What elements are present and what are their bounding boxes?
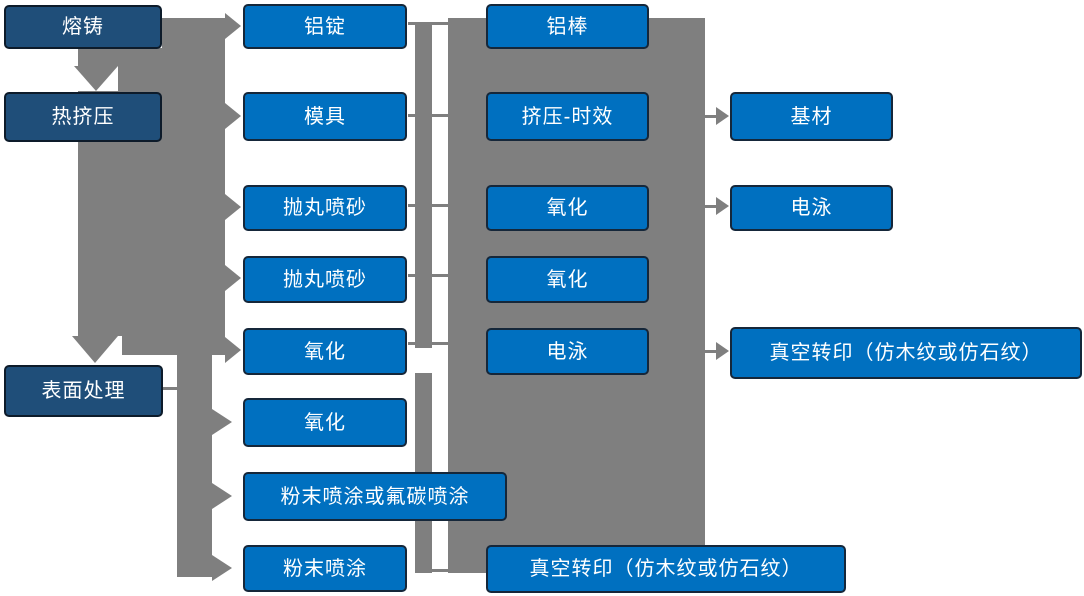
right-arrowhead-to-oxidation-1 (225, 337, 241, 363)
connector-stub-row1 (408, 22, 448, 25)
box-vacuum-transfer-col3: 真空转印（仿木纹或仿石纹） (486, 545, 846, 593)
box-hot-extrusion: 热挤压 (4, 92, 162, 142)
right-arrowhead-to-vacuum-transfer-col4 (716, 342, 729, 360)
connector-line-to-base-material (705, 115, 718, 118)
connector-stub-surface-treatment (162, 387, 177, 390)
right-arrowhead-to-powder-or-fluorocarbon (212, 483, 232, 509)
right-arrowhead-to-mold (225, 103, 241, 129)
right-arrowhead-to-shot-blasting-1 (225, 194, 241, 220)
connector-stub-row4 (408, 274, 448, 277)
box-melting-casting: 熔铸 (4, 5, 162, 49)
box-oxidation-4: 氧化 (486, 256, 649, 303)
connector-stub-row2 (408, 114, 448, 117)
box-mold: 模具 (243, 92, 407, 141)
box-oxidation-3: 氧化 (486, 185, 649, 231)
box-base-material: 基材 (730, 92, 893, 141)
box-powder-or-fluorocarbon-coating: 粉末喷涂或氟碳喷涂 (243, 472, 507, 521)
connector-left-block-right-strip (162, 18, 225, 355)
down-arrowhead-to-hot-extrusion (74, 66, 118, 91)
right-arrowhead-to-shot-blasting-2 (225, 265, 241, 291)
connector-line-to-electrophoresis-col4 (705, 205, 718, 208)
right-arrowhead-to-base-material (716, 107, 729, 125)
box-oxidation-1: 氧化 (243, 328, 407, 375)
box-powder-coating: 粉末喷涂 (243, 545, 407, 592)
connector-mid-bar-upper (415, 22, 432, 348)
box-aluminum-ingot: 铝锭 (243, 4, 407, 49)
connector-lower-left-bar (177, 355, 212, 577)
right-arrowhead-to-aluminum-ingot (225, 13, 241, 39)
box-electrophoresis-col4: 电泳 (730, 185, 893, 231)
right-arrowhead-to-oxidation-2 (212, 409, 232, 435)
box-extrusion-aging: 挤压-时效 (486, 92, 649, 141)
box-shot-blasting-1: 抛丸喷砂 (243, 185, 407, 231)
connector-stub-row5 (408, 342, 448, 345)
connector-line-to-vacuum-transfer-col4 (705, 350, 718, 353)
box-oxidation-2: 氧化 (243, 398, 407, 447)
right-arrowhead-to-electrophoresis-col4 (716, 197, 729, 215)
down-arrowhead-to-surface-treatment (72, 336, 118, 363)
box-electrophoresis-col3: 电泳 (486, 328, 649, 375)
box-surface-treatment: 表面处理 (4, 365, 163, 417)
box-shot-blasting-2: 抛丸喷砂 (243, 256, 407, 303)
connector-stub-row3 (408, 204, 448, 207)
right-arrowhead-to-powder-coating (212, 555, 232, 581)
connector-stub-bottom (428, 569, 448, 572)
box-vacuum-transfer-col4: 真空转印（仿木纹或仿石纹） (730, 327, 1082, 379)
box-aluminum-rod: 铝棒 (486, 4, 649, 49)
